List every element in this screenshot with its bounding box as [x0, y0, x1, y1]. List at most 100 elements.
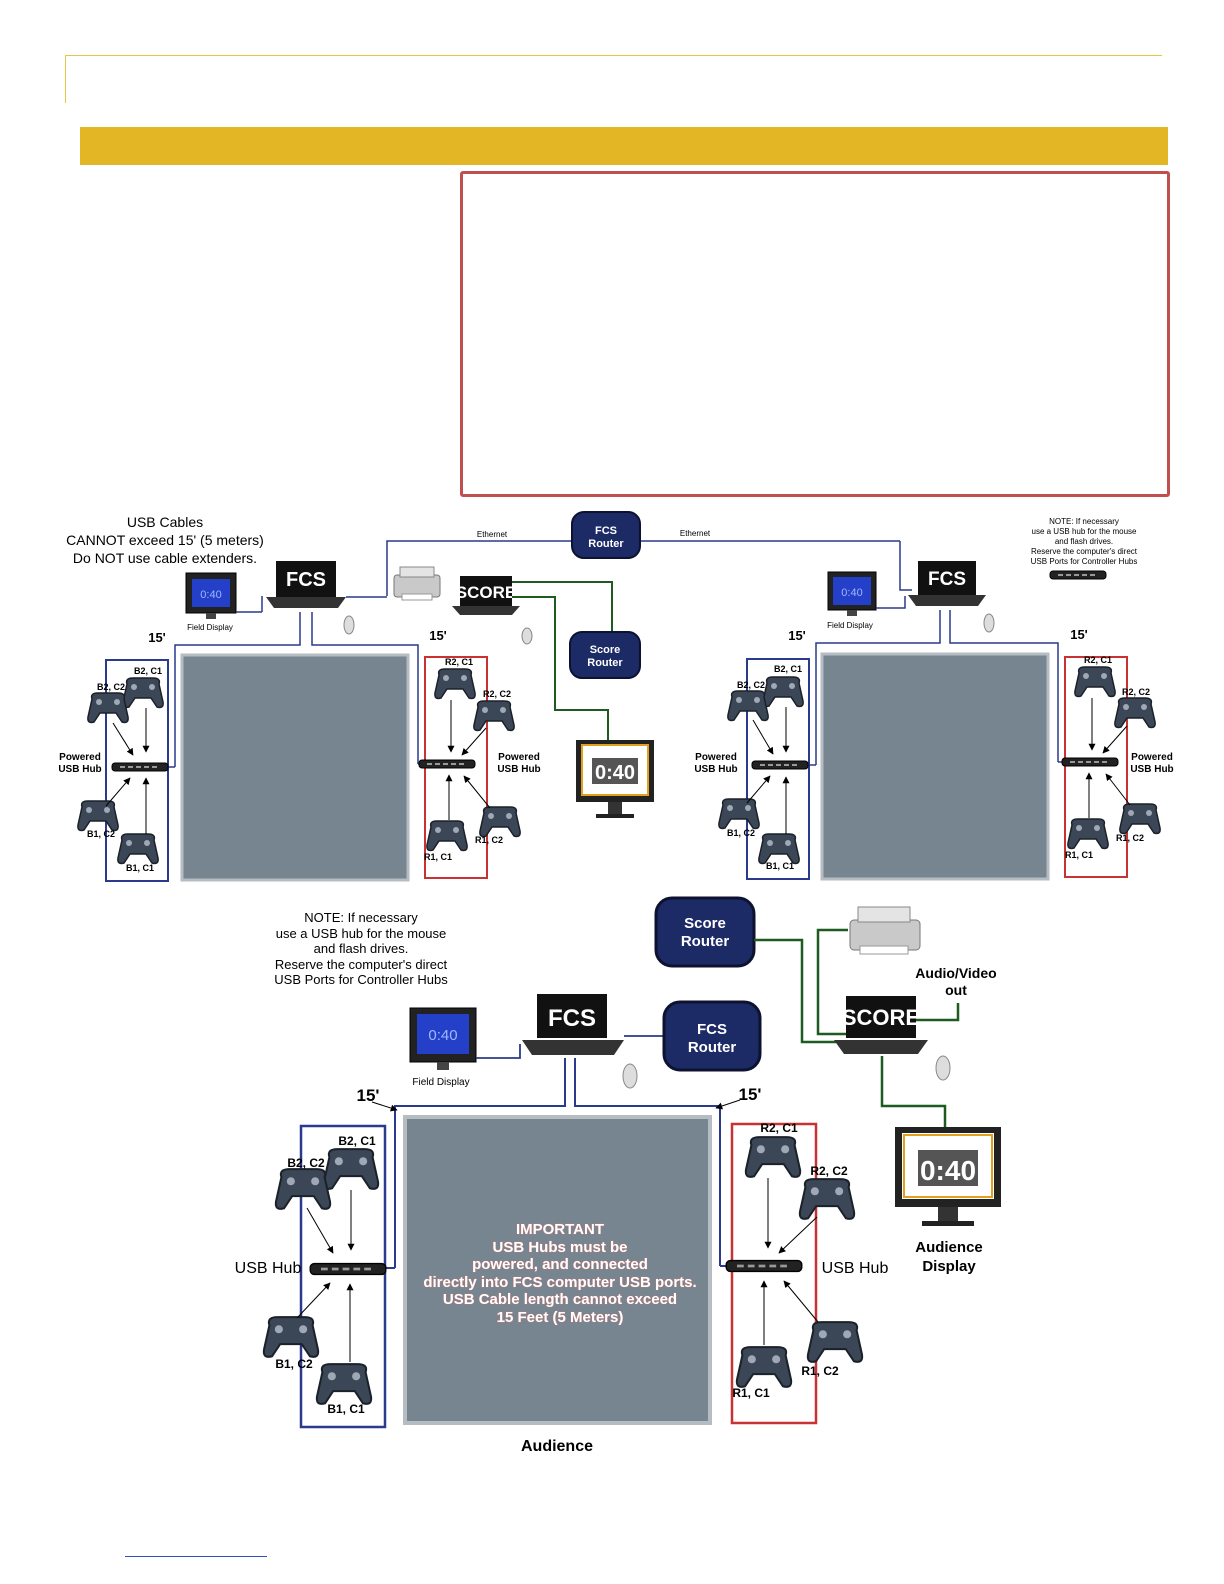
- svg-text:R1, C1: R1, C1: [424, 852, 452, 862]
- score-display-cable: [512, 596, 609, 740]
- fcs-laptop-label: FCS: [286, 569, 326, 591]
- note-line: use a USB hub for the mouse: [1032, 527, 1138, 536]
- av-out-label: Audio/Video: [915, 965, 996, 981]
- cable-note-line-1: USB Cables: [127, 514, 203, 530]
- gamepad-icon: [735, 1346, 793, 1388]
- printer-cable: [816, 928, 848, 1036]
- fcs-router-icon: FCS Router: [662, 1000, 762, 1072]
- header-rule-tick: [65, 55, 66, 103]
- gamepad-icon: [1074, 666, 1116, 698]
- svg-text:R1, C2: R1, C2: [475, 835, 503, 845]
- gamepad-icon: [315, 1363, 373, 1405]
- note-line: NOTE: If necessary: [1049, 517, 1119, 526]
- note-line: use a USB hub for the mouse: [276, 926, 447, 941]
- hub-label: USB Hub: [58, 764, 101, 775]
- usb-cable: [815, 610, 941, 765]
- hub-label: Powered: [1131, 752, 1173, 763]
- gamepad-icon: [262, 1316, 320, 1358]
- score-laptop-label: SCORE: [842, 1005, 920, 1030]
- usb-cable: [311, 612, 419, 764]
- distance-label: 15': [429, 628, 447, 643]
- field-area: [403, 1115, 712, 1425]
- fcs-laptop-icon: FCS: [266, 561, 355, 635]
- gamepad-icon: [806, 1321, 864, 1363]
- svg-text:B1, C2: B1, C2: [87, 829, 115, 839]
- field-display-label: Field Display: [187, 623, 233, 632]
- svg-text:15 Feet (5 Meters): 15 Feet (5 Meters): [497, 1309, 624, 1326]
- score-network-cable: [512, 581, 613, 632]
- svg-text:0:40: 0:40: [920, 1155, 976, 1186]
- hub-label: Powered: [498, 752, 540, 763]
- svg-text:R1, C1: R1, C1: [732, 1386, 770, 1400]
- av-out-cable: [915, 1003, 960, 1022]
- distance-label: 15': [1070, 627, 1088, 642]
- score-laptop-label: SCORE: [456, 583, 516, 602]
- ethernet-label: Ethernet: [680, 529, 711, 538]
- score-router-label: Router: [587, 657, 623, 669]
- fcs-router-icon: FCS Router: [571, 511, 641, 559]
- svg-text:R2, C1: R2, C1: [1084, 655, 1112, 665]
- audience-label: Audience: [521, 1438, 593, 1455]
- svg-text:B2, C1: B2, C1: [338, 1134, 376, 1148]
- gamepad-icon: [117, 833, 159, 865]
- cable-note-line-3: Do NOT use cable extenders.: [73, 550, 257, 566]
- score-display-cable: [880, 1056, 947, 1127]
- important-notice: IMPORTANT USB Hubs must be powered, and …: [423, 1221, 697, 1327]
- audience-display-monitor-icon: 0:40: [895, 1127, 1001, 1226]
- powered-usb-hub-icon: [418, 759, 476, 769]
- hub-label: USB Hub: [235, 1260, 302, 1277]
- svg-text:B2, C1: B2, C1: [774, 664, 802, 674]
- fcs-laptop-label: FCS: [548, 1005, 596, 1032]
- field-area: [820, 652, 1050, 881]
- ethernet-label: Ethernet: [477, 530, 508, 539]
- audience-display-monitor-icon: 0:40: [576, 740, 654, 818]
- distance-label: 15': [788, 628, 806, 643]
- red-alliance-station: [1064, 656, 1128, 878]
- note-line: NOTE: If necessary: [304, 910, 418, 925]
- usb-cable: [574, 1058, 721, 1266]
- field-display-monitor-icon: 0:40: [185, 572, 237, 619]
- powered-usb-hub-icon: [751, 760, 809, 770]
- printer-icon: [849, 906, 921, 955]
- blue-alliance-station: [299, 1124, 387, 1429]
- note-line: Reserve the computer's direct: [275, 957, 448, 972]
- svg-text:B1, C2: B1, C2: [727, 828, 755, 838]
- svg-text:R1, C2: R1, C2: [801, 1364, 839, 1378]
- diagram-top-left: USB Cables CANNOT exceed 15' (5 meters) …: [58, 511, 900, 882]
- fcs-laptop-icon: FCS: [908, 561, 995, 633]
- hub-label: USB Hub: [1130, 764, 1173, 775]
- blue-alliance-station: [746, 658, 810, 880]
- score-router-label: Score: [684, 915, 726, 932]
- field-display-label: Field Display: [827, 621, 873, 630]
- score-laptop-icon: SCORE: [452, 576, 533, 645]
- svg-text:R2, C1: R2, C1: [445, 657, 473, 667]
- usb-hub-icon: [725, 1259, 803, 1273]
- usb-cable: [949, 610, 1059, 762]
- gamepad-icon: [122, 677, 164, 709]
- svg-text:powered, and connected: powered, and connected: [472, 1256, 648, 1273]
- svg-text:IMPORTANT: IMPORTANT: [516, 1221, 604, 1238]
- svg-text:B1, C1: B1, C1: [327, 1402, 365, 1416]
- av-out-label: out: [945, 982, 967, 998]
- distance-label: 15': [357, 1086, 380, 1105]
- gamepad-icon: [434, 668, 476, 700]
- svg-text:B1, C1: B1, C1: [126, 863, 154, 873]
- usb-hub-icon: [1049, 570, 1107, 580]
- red-alliance-station: [730, 1122, 818, 1425]
- hub-label: Powered: [59, 752, 101, 763]
- gamepad-icon: [762, 676, 804, 708]
- fcs-router-label: Router: [588, 538, 624, 550]
- svg-text:0:40: 0:40: [595, 762, 635, 784]
- footnote-rule: [125, 1556, 267, 1557]
- note-line: Reserve the computer's direct: [1031, 547, 1138, 556]
- audience-display-label: Display: [922, 1258, 976, 1275]
- score-router-icon: Score Router: [569, 631, 641, 679]
- score-router-icon: Score Router: [654, 896, 756, 968]
- hub-label: USB Hub: [822, 1260, 889, 1277]
- score-laptop-icon: SCORE: [834, 996, 951, 1081]
- svg-text:R2, C2: R2, C2: [483, 689, 511, 699]
- gamepad-icon: [479, 806, 521, 838]
- section-heading-bar: [80, 127, 1168, 165]
- gamepad-icon: [322, 1148, 380, 1190]
